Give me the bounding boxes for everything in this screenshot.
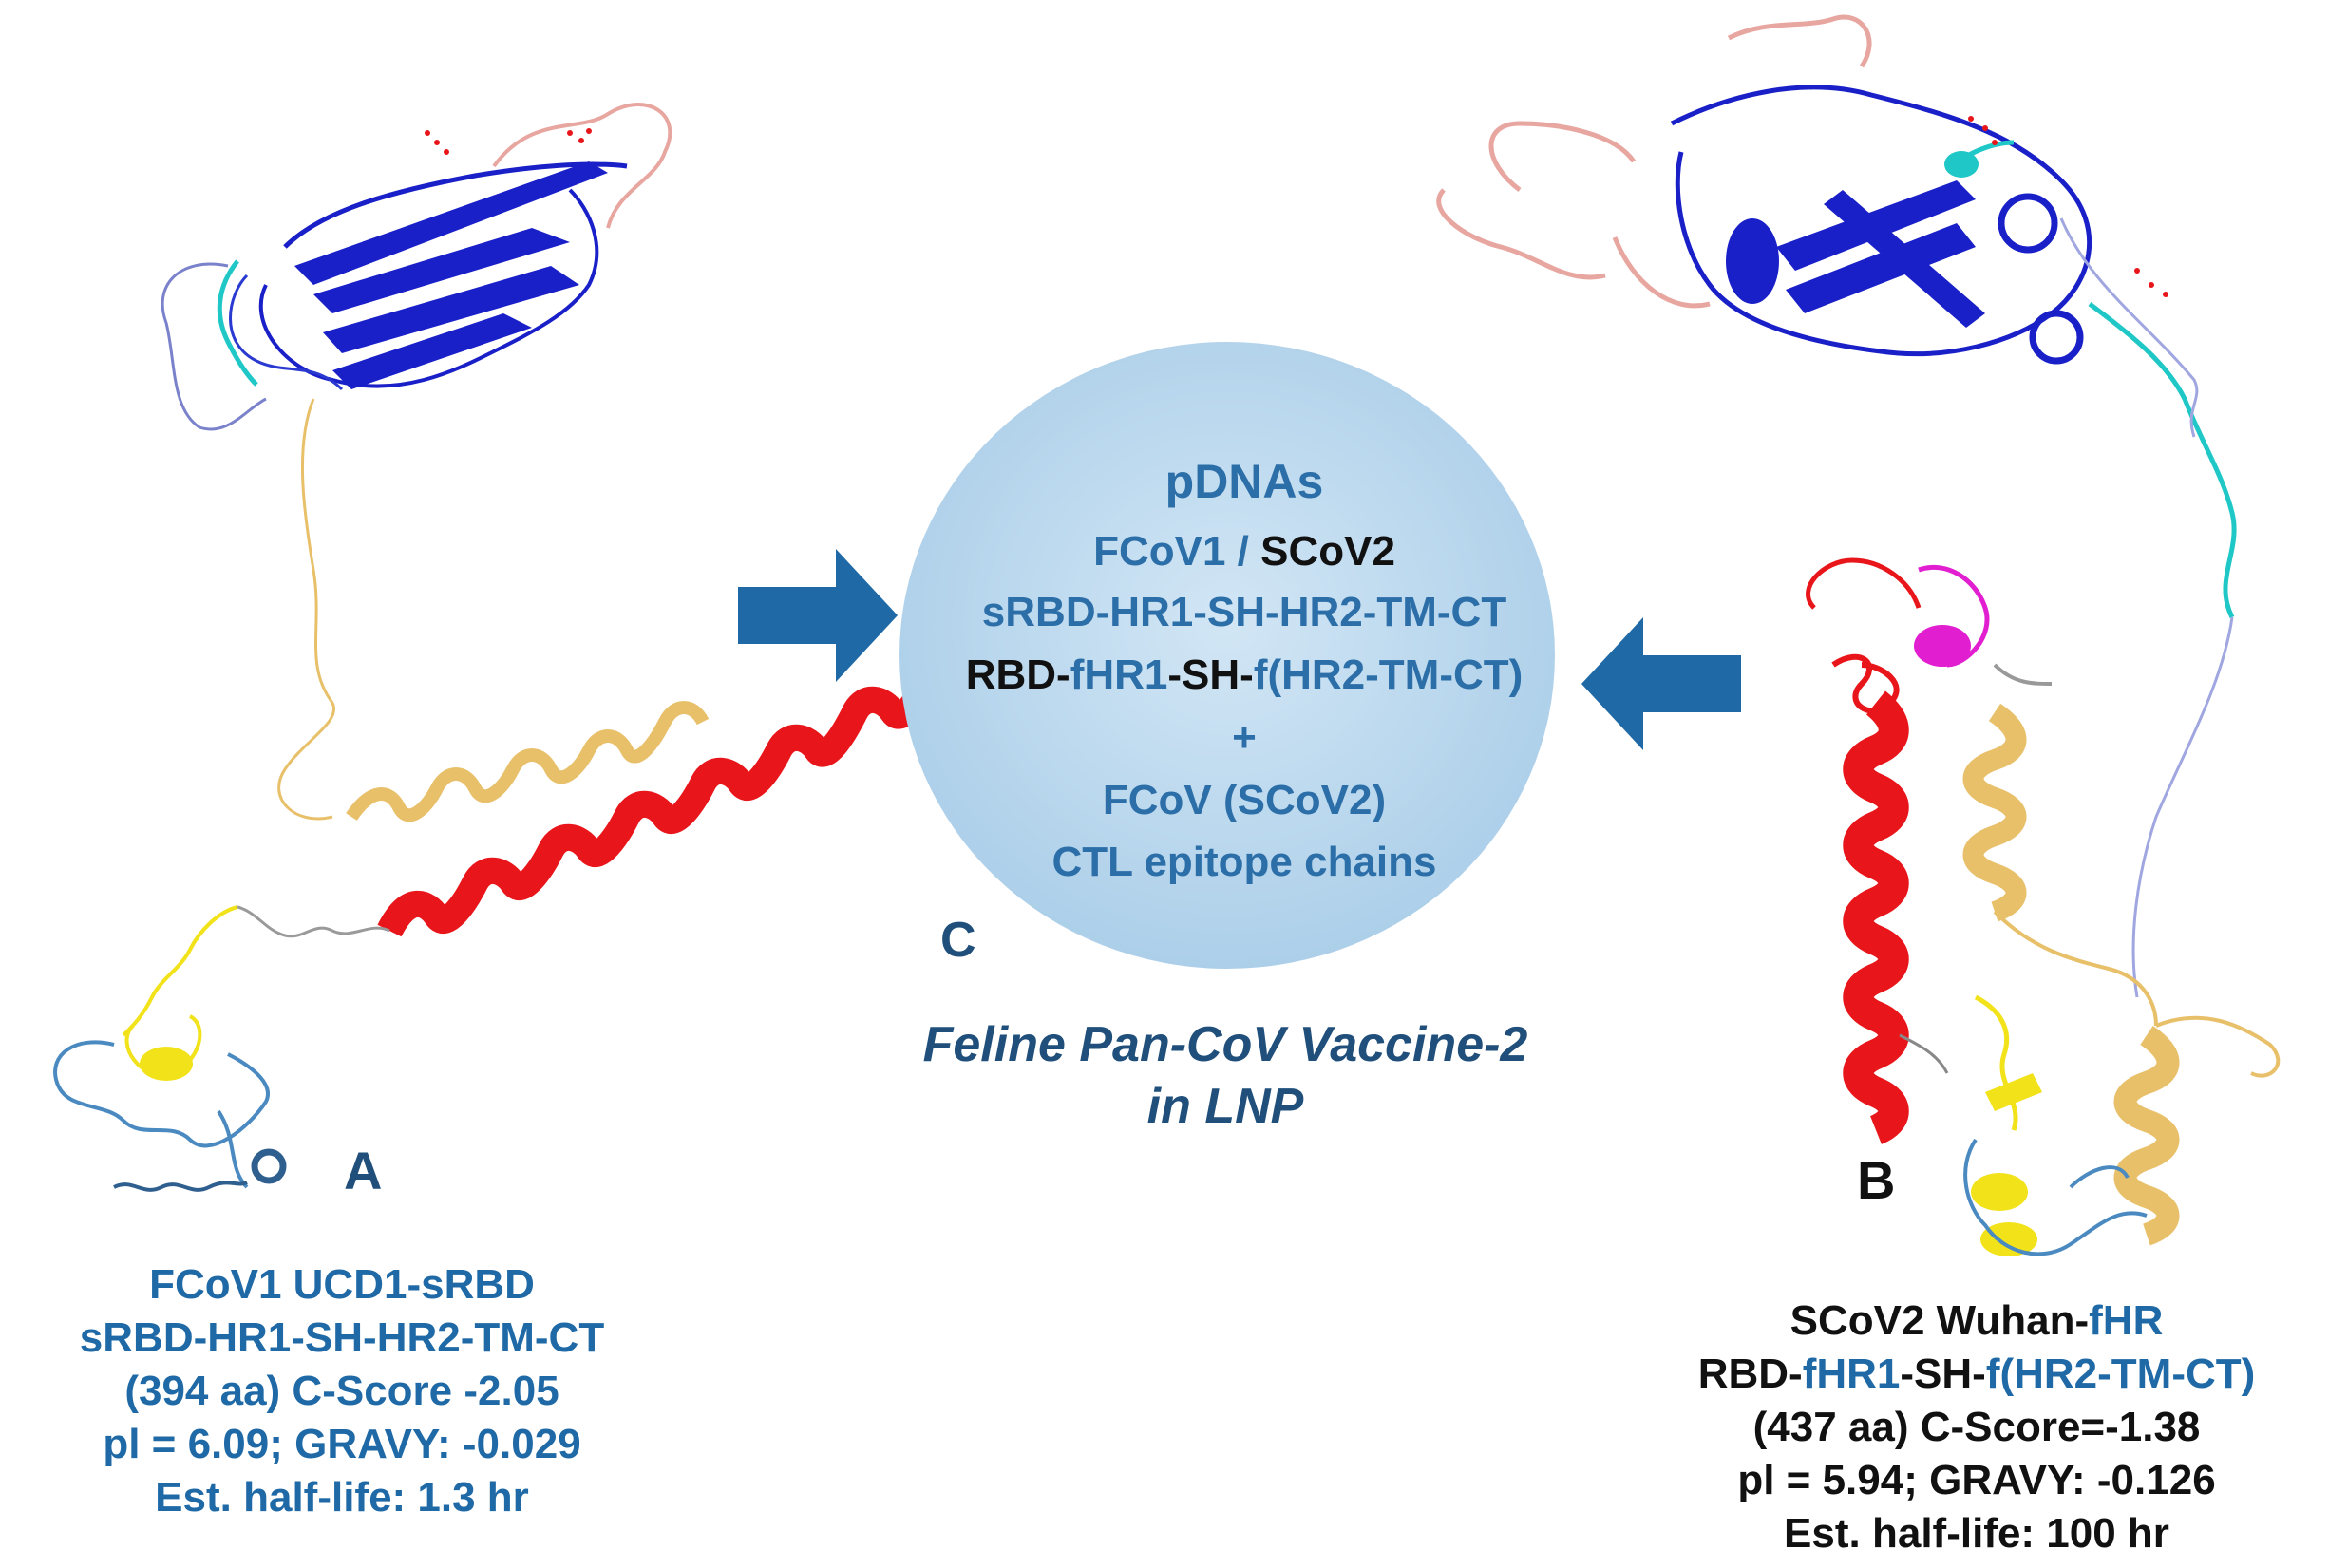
center-plus: +	[1232, 714, 1257, 761]
center-line-3-d: f	[1253, 652, 1268, 698]
panel-b-caption-2a: RBD-	[1697, 1351, 1803, 1397]
panel-b-caption-2d: f(HR2-TM-CT)	[1985, 1351, 2256, 1397]
panel-a-caption: FCoV1 UCD1-sRBD sRBD-HR1-SH-HR2-TM-CT (3…	[0, 1258, 684, 1524]
center-line-1-scov: SCoV2	[1260, 528, 1395, 575]
center-line-3-e: (HR2-TM-CT)	[1267, 652, 1524, 698]
structure-b-helix-gold	[1962, 703, 2281, 1246]
panel-b-caption-line: (437 aa) C-Score=-1.38	[1752, 1404, 2201, 1450]
panel-b-caption-line: Est. half-life: 100 hr	[1784, 1510, 2169, 1557]
panel-b-caption-line-2: RBD-fHR1-SH-f(HR2-TM-CT)	[1624, 1348, 2329, 1401]
structure-a-helix-gold	[346, 701, 710, 822]
panel-b-caption-2c: -SH-	[1900, 1351, 1986, 1397]
panel-a-label: A	[344, 1141, 383, 1200]
structure-a-loop-pink	[492, 103, 672, 229]
structure-a-linker-cyan	[217, 259, 258, 387]
panel-b-label: B	[1857, 1150, 1896, 1210]
structure-a-steel-loops	[53, 1040, 287, 1192]
panel-a-caption-line: Est. half-life: 1.3 hr	[155, 1474, 529, 1521]
pdna-circle	[899, 342, 1555, 969]
structure-b-helix-red	[1806, 557, 1922, 1144]
center-line-3-c: -SH-	[1167, 652, 1254, 698]
panel-b-caption: SCoV2 Wuhan-fHR RBD-fHR1-SH-f(HR2-TM-CT)…	[1624, 1294, 2329, 1560]
arrow-left	[1581, 617, 1741, 750]
arrow-right	[738, 549, 898, 682]
center-line-3-b: fHR1	[1070, 652, 1168, 698]
panel-b-caption-line-1: SCoV2 Wuhan-fHR	[1624, 1294, 2329, 1348]
panel-b-caption-1a: SCoV2 Wuhan-	[1789, 1297, 2090, 1344]
panel-c-label: C	[940, 913, 976, 968]
panel-b-caption-2b: fHR1	[1802, 1351, 1901, 1397]
structure-b-magenta	[1914, 564, 1990, 668]
center-line-3-a: RBD-	[965, 652, 1070, 698]
vaccine-line-2: in LNP	[1146, 1079, 1304, 1134]
structure-b	[1436, 14, 2281, 1256]
panel-b-caption-1b: fHR	[2089, 1297, 2164, 1344]
panel-a-caption-line: pl = 6.09; GRAVY: -0.029	[103, 1421, 581, 1467]
center-line-1: FCoV1 / SCoV2	[874, 528, 1615, 576]
panel-b-caption-line: pl = 5.94; GRAVY: -0.126	[1737, 1457, 2216, 1503]
center-line-3: RBD-fHR1-SH-f(HR2-TM-CT)	[874, 652, 1615, 699]
structure-a-yellow-region	[122, 905, 238, 1081]
structure-a-rbd-domain	[229, 161, 628, 391]
structure-b-yellow-region	[1971, 994, 2042, 1256]
center-title: pDNAs	[1164, 455, 1324, 508]
structure-b-rbd-domain	[1670, 85, 2092, 365]
panel-a-caption-line: (394 aa) C-Score -2.05	[124, 1368, 559, 1414]
panel-a-caption-line: sRBD-HR1-SH-HR2-TM-CT	[79, 1314, 605, 1361]
structure-b-loop-pink	[1436, 14, 1872, 309]
structure-b-cyan	[1945, 140, 2237, 619]
center-line-4: FCoV (SCoV2)	[1102, 777, 1387, 823]
structure-b-steel-loops	[1963, 1138, 2148, 1256]
panel-a-caption-line: FCoV1 UCD1-sRBD	[149, 1261, 535, 1308]
center-line-5: CTL epitope chains	[1051, 839, 1437, 885]
center-line-1-fcov: FCoV1 /	[1093, 528, 1261, 575]
center-line-2: sRBD-HR1-SH-HR2-TM-CT	[981, 589, 1507, 635]
vaccine-line-1: Feline Pan-CoV Vaccine-2	[922, 1017, 1528, 1072]
structure-a-linker-gold	[277, 398, 336, 821]
